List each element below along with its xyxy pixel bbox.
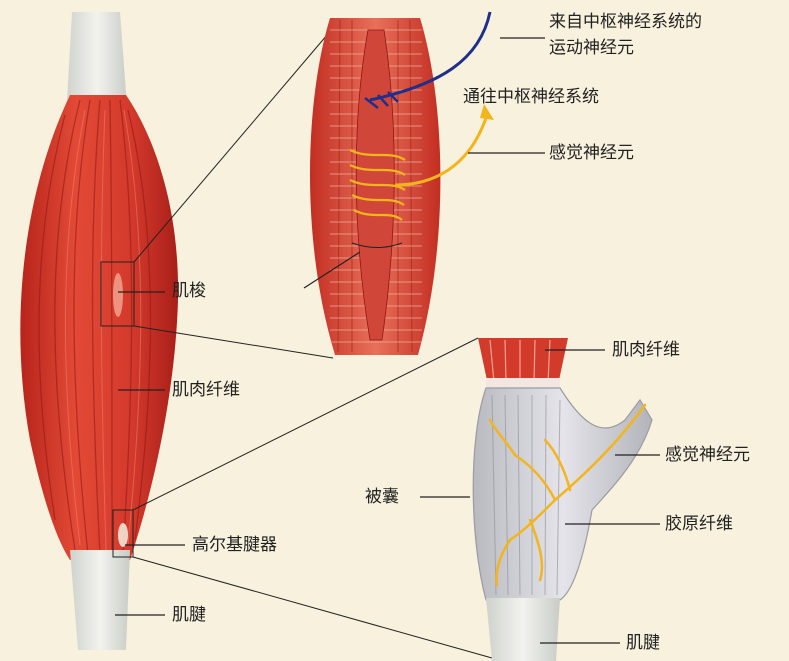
muscle-fiber-left-label: 肌肉纤维 bbox=[172, 380, 240, 400]
motor-neuron-label-line2: 运动神经元 bbox=[549, 38, 634, 58]
golgi-tendon-organ-label: 高尔基腱器 bbox=[192, 535, 277, 555]
tendon-left-label: 肌腱 bbox=[172, 605, 206, 625]
whole-muscle bbox=[20, 12, 178, 650]
collagen-fiber-label: 胶原纤维 bbox=[665, 514, 733, 534]
golgi-tendon-organ-detail bbox=[473, 338, 652, 661]
to-cns-label: 通往中枢神经系统 bbox=[463, 87, 599, 107]
sensory-neuron-top-label: 感觉神经元 bbox=[549, 143, 634, 163]
sensory-neuron-right-label: 感觉神经元 bbox=[665, 445, 750, 465]
muscle-spindle-detail bbox=[310, 12, 494, 355]
muscle-spindle-label: 肌梭 bbox=[172, 281, 206, 301]
tendon-right-label: 肌腱 bbox=[626, 633, 660, 653]
muscle-fiber-right-label: 肌肉纤维 bbox=[612, 340, 680, 360]
motor-neuron-label-line1: 来自中枢神经系统的 bbox=[549, 12, 702, 32]
capsule-label: 被囊 bbox=[365, 487, 399, 507]
